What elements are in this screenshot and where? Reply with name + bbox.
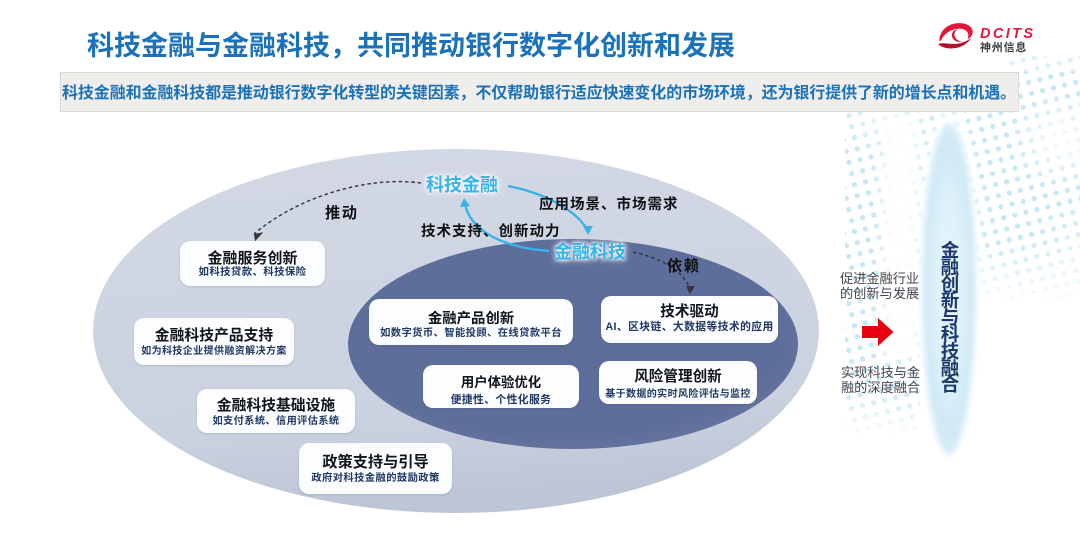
svg-text:神州信息: 神州信息	[980, 40, 1027, 54]
svg-text:DCITS: DCITS	[980, 26, 1036, 42]
